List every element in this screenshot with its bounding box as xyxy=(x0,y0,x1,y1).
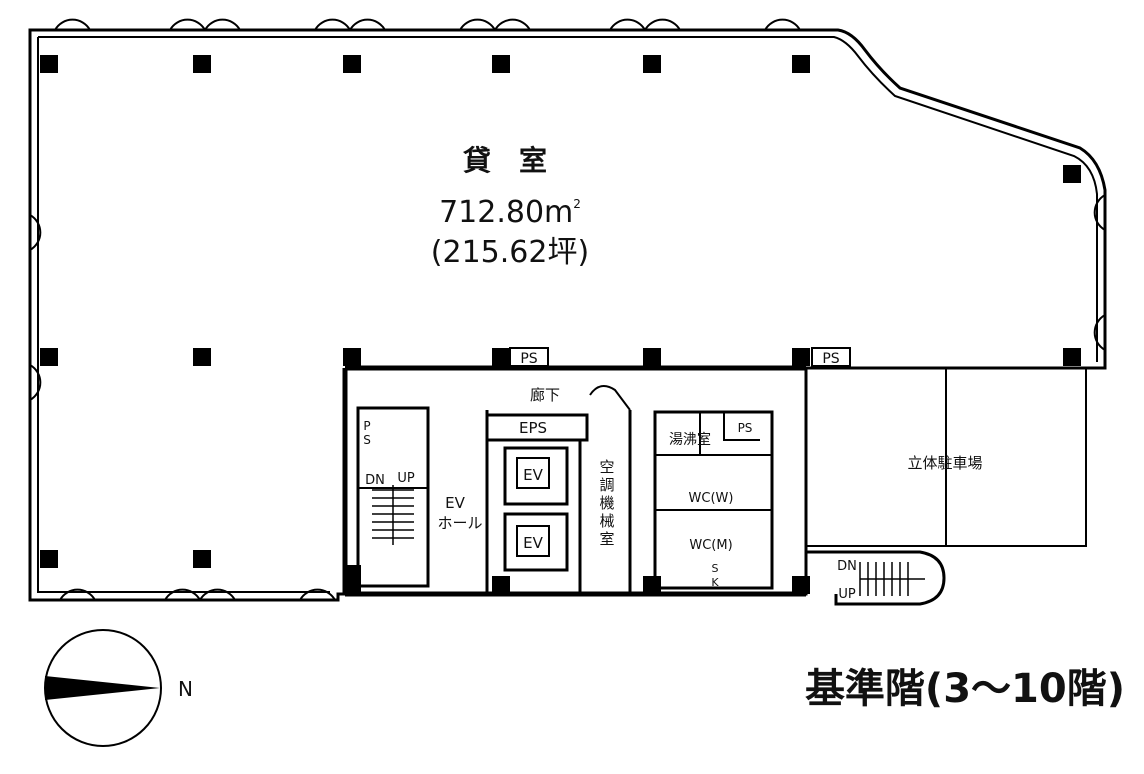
ev-hall-label-2: ホール xyxy=(437,514,482,532)
column xyxy=(1063,348,1081,366)
sk-label-1: S xyxy=(712,562,719,575)
column xyxy=(1063,165,1081,183)
wc-block xyxy=(653,410,774,590)
ev-label-2: EV xyxy=(523,534,543,552)
eps-label: EPS xyxy=(519,419,547,437)
column xyxy=(343,565,361,593)
floor-title: 基準階(3〜10階) xyxy=(805,666,1125,712)
stair-up: UP xyxy=(397,471,415,486)
outer-wall xyxy=(28,28,1107,602)
wc-w-label: WC(W) xyxy=(689,491,734,506)
column xyxy=(643,576,661,594)
column xyxy=(492,55,510,73)
ps-label-4: PS xyxy=(738,421,753,435)
machine-room-4: 械 xyxy=(599,512,614,530)
stair2-dn: DN xyxy=(837,559,857,574)
column xyxy=(193,55,211,73)
north-label: N xyxy=(178,677,193,701)
parking-label: 立体駐車場 xyxy=(907,454,982,472)
rental-name: 貸 室 xyxy=(463,144,547,177)
column xyxy=(792,348,810,366)
machine-room-2: 調 xyxy=(599,476,614,494)
ev-label-1: EV xyxy=(523,466,543,484)
machine-room-5: 室 xyxy=(599,530,614,548)
north-arrow-icon xyxy=(45,676,160,700)
inner-wall-left xyxy=(37,37,330,593)
wc-m-label: WC(M) xyxy=(689,538,732,553)
column xyxy=(492,576,510,594)
stair-dn: DN xyxy=(365,473,385,488)
eps-room xyxy=(485,413,589,442)
sk-label-2: K xyxy=(711,576,719,589)
stair-2 xyxy=(806,550,946,606)
corridor-label: 廊下 xyxy=(530,386,560,404)
column xyxy=(343,348,361,366)
elevator-1 xyxy=(503,446,569,506)
column xyxy=(643,348,661,366)
column xyxy=(40,55,58,73)
kitchenette-label: 湯沸室 xyxy=(669,431,711,448)
column xyxy=(343,55,361,73)
column xyxy=(643,55,661,73)
column xyxy=(492,348,510,366)
column xyxy=(792,576,810,594)
column xyxy=(792,55,810,73)
ps-label-3: P xyxy=(363,419,370,433)
column xyxy=(40,348,58,366)
compass xyxy=(44,629,162,747)
inner-wall xyxy=(38,36,1098,362)
rental-area-tsubo: (215.62坪) xyxy=(431,235,589,270)
stair2-up: UP xyxy=(838,587,856,602)
ev-hall-label-1: EV xyxy=(445,494,465,512)
machine-room-1: 空 xyxy=(599,458,614,476)
column xyxy=(193,348,211,366)
column xyxy=(193,550,211,568)
ps-label-2: PS xyxy=(822,351,839,367)
elevator-2 xyxy=(503,512,569,572)
ps-label-3b: S xyxy=(363,433,371,447)
rental-area-m2: 712.80m2 xyxy=(439,195,581,230)
column xyxy=(40,550,58,568)
ps-label-1: PS xyxy=(520,351,537,367)
machine-room-3: 機 xyxy=(599,494,614,512)
